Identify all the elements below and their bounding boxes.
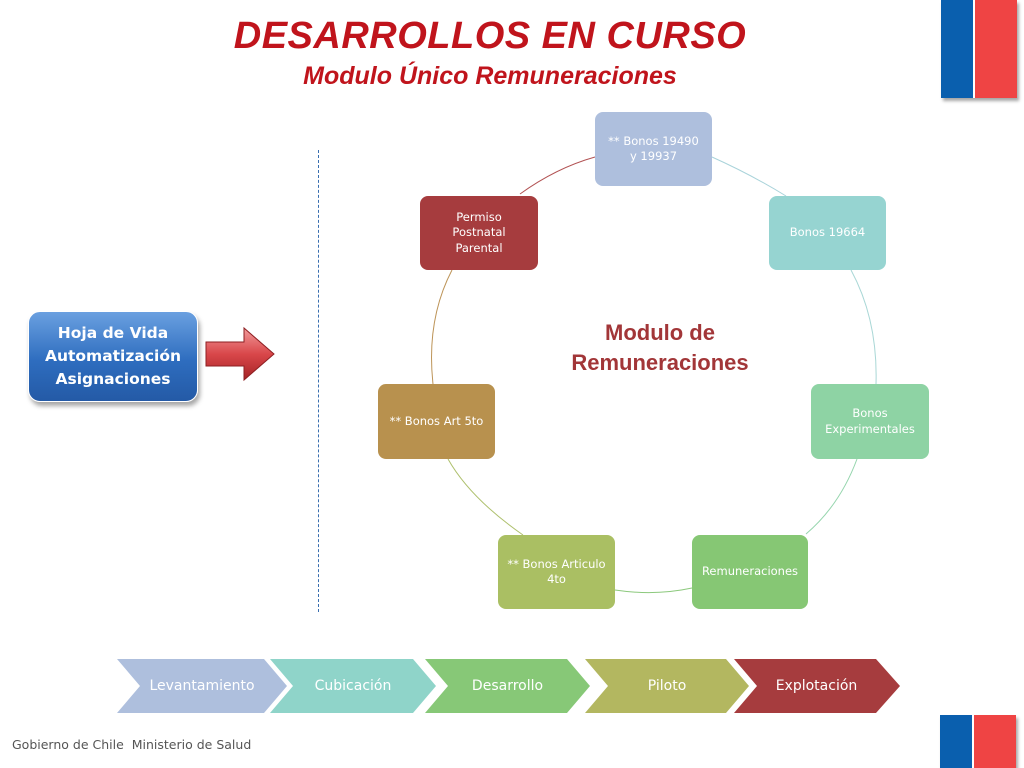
section-divider <box>318 150 319 612</box>
node-text: y 19937 <box>629 149 678 163</box>
footer-ministry: Ministerio de Salud <box>131 737 252 752</box>
stage-label-desarrollo: Desarrollo <box>471 678 544 694</box>
flag-red-stripe <box>974 715 1016 768</box>
chevron-piloto <box>585 659 749 713</box>
ring-arc-2 <box>850 269 877 385</box>
ring-arc-7 <box>519 156 596 195</box>
node-text: Bonos 19664 <box>789 225 866 240</box>
chevron-levantamiento <box>117 659 287 713</box>
node-text: Remuneraciones <box>701 564 799 579</box>
stage-label-explotacion: Explotación <box>775 678 858 694</box>
hoja-line-1: Hoja de Vida <box>57 324 169 342</box>
cycle-node-bonos-articulo-4to: ** Bonos Articulo 4to <box>498 535 615 609</box>
hoja-line-2: Automatización <box>44 347 182 365</box>
ring-arc-6 <box>431 269 453 385</box>
cycle-node-bonos-19490: ** Bonos 19490 y 19937 <box>595 112 712 186</box>
chile-flag-logo <box>941 0 1017 98</box>
node-text: ** Bonos Art 5to <box>389 413 484 428</box>
node-text: ** Bonos 19490 <box>608 133 699 148</box>
ring-arc-3 <box>805 458 858 535</box>
stage-label-piloto: Piloto <box>647 678 687 694</box>
center-label-line-1: Modulo de <box>605 320 715 345</box>
chevron-explotacion <box>734 659 900 713</box>
hoja-de-vida-box: Hoja de Vida Automatización Asignaciones <box>28 311 198 402</box>
node-text: Bonos <box>852 406 888 420</box>
cycle-node-permiso-postnatal: Permiso Postnatal Parental <box>420 196 538 270</box>
flag-blue-stripe <box>941 0 973 98</box>
footer: Gobierno de Chile Ministerio de Salud <box>12 737 251 752</box>
cycle-center-label: Modulo de Remuneraciones <box>540 318 780 378</box>
cycle-node-bonos-art-5to: ** Bonos Art 5to <box>378 384 495 459</box>
ring-arc-1 <box>711 156 787 197</box>
page-subtitle: Modulo Único Remuneraciones <box>303 62 677 90</box>
node-text: Parental <box>455 240 503 255</box>
ring-arc-5 <box>447 458 524 536</box>
center-label-line-2: Remuneraciones <box>571 350 749 375</box>
flag-blue-stripe <box>940 715 972 768</box>
node-text: Postnatal <box>452 225 506 240</box>
node-text: Permiso <box>456 209 502 224</box>
cycle-node-bonos-experimentales: Bonos Experimentales <box>811 384 929 459</box>
node-text: ** Bonos Articulo <box>507 556 606 571</box>
right-arrow-icon <box>204 326 278 382</box>
stage-label-cubicacion: Cubicación <box>314 678 392 694</box>
footer-org: Gobierno de Chile <box>12 737 124 752</box>
ring-arc-4 <box>614 587 693 594</box>
flag-red-stripe <box>975 0 1017 98</box>
chile-flag-logo-small <box>940 715 1016 768</box>
page-title: DESARROLLOS EN CURSO <box>233 15 747 57</box>
stage-label-levantamiento: Levantamiento <box>149 678 255 694</box>
node-text: 4to <box>547 572 566 586</box>
cycle-node-bonos-19664: Bonos 19664 <box>769 196 886 270</box>
cycle-node-remuneraciones: Remuneraciones <box>692 535 808 609</box>
chevron-desarrollo <box>425 659 590 713</box>
node-text: Experimentales <box>825 421 915 436</box>
chevron-cubicacion <box>270 659 436 713</box>
hoja-line-3: Asignaciones <box>55 370 171 388</box>
